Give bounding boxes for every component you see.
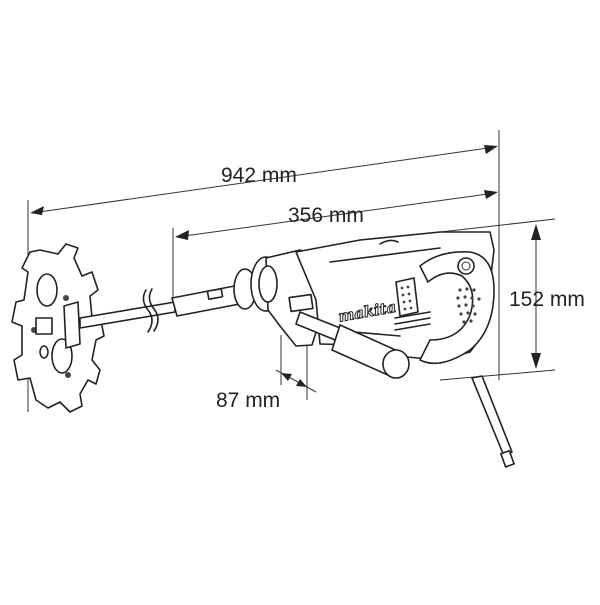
dimension-152-lines [439, 218, 556, 381]
extension-shaft [79, 283, 251, 333]
mixing-paddle [11, 243, 105, 413]
switch-grip [395, 277, 419, 317]
dimension-356-lines [172, 190, 498, 305]
d-handle [419, 250, 495, 365]
dimension-label-942: 942 mm [221, 164, 297, 187]
dimension-label-87: 87 mm [216, 389, 281, 412]
dimension-label-152: 152 mm [509, 288, 585, 311]
side-handle [288, 293, 410, 379]
dimension-label-356: 356 mm [288, 204, 364, 227]
power-cord [471, 375, 515, 468]
